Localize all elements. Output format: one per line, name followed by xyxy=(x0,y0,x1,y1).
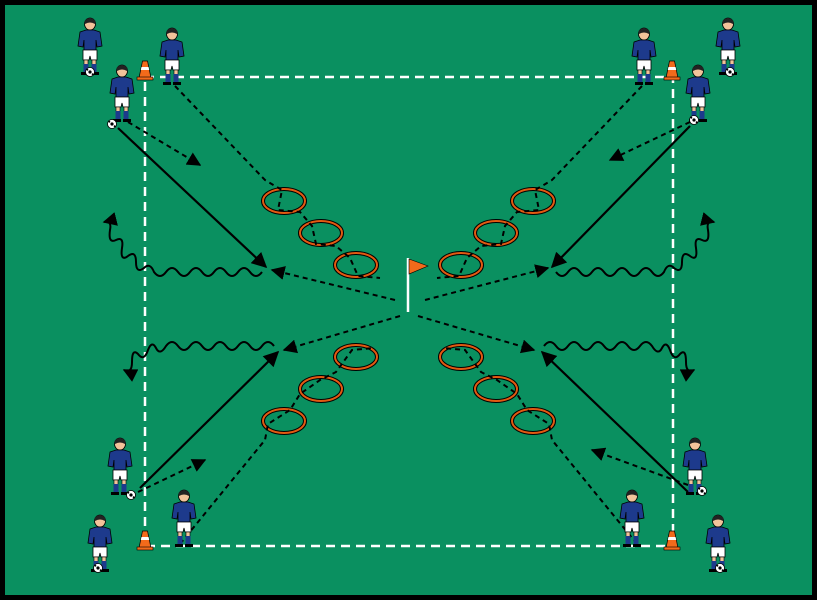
run-path xyxy=(442,347,638,545)
dribble-arrow xyxy=(122,341,275,382)
pass-arrow xyxy=(127,121,202,166)
run-path xyxy=(174,85,381,279)
grid-boundary xyxy=(143,75,675,548)
ball xyxy=(715,563,725,573)
dribble-arrow xyxy=(102,212,263,277)
pass-arrow xyxy=(540,350,689,493)
pass-arrow xyxy=(139,350,280,489)
ball xyxy=(697,486,707,496)
flag-passes xyxy=(270,264,550,354)
pass-arrow xyxy=(608,121,691,161)
pass-arrow xyxy=(590,447,689,486)
dribble-arrow xyxy=(543,341,696,382)
dribble-paths xyxy=(102,212,716,382)
corner-passes xyxy=(127,121,691,493)
ball xyxy=(126,490,136,500)
ball xyxy=(689,115,699,125)
run-path xyxy=(436,85,643,279)
pass-arrow xyxy=(417,315,536,354)
ball xyxy=(85,67,95,77)
dribble-arrow xyxy=(555,212,716,277)
center-flag xyxy=(406,258,429,312)
pass-arrow xyxy=(270,266,396,301)
pass-arrow xyxy=(117,127,268,269)
ball xyxy=(725,67,735,77)
pass-arrow xyxy=(550,125,691,269)
pass-arrow xyxy=(424,264,550,301)
ball xyxy=(93,563,103,573)
pass-arrow xyxy=(282,315,401,354)
run-path xyxy=(179,347,375,545)
solid-passes xyxy=(117,125,691,493)
pass-arrow xyxy=(137,459,207,493)
running-paths xyxy=(174,85,643,545)
ball xyxy=(107,119,117,129)
